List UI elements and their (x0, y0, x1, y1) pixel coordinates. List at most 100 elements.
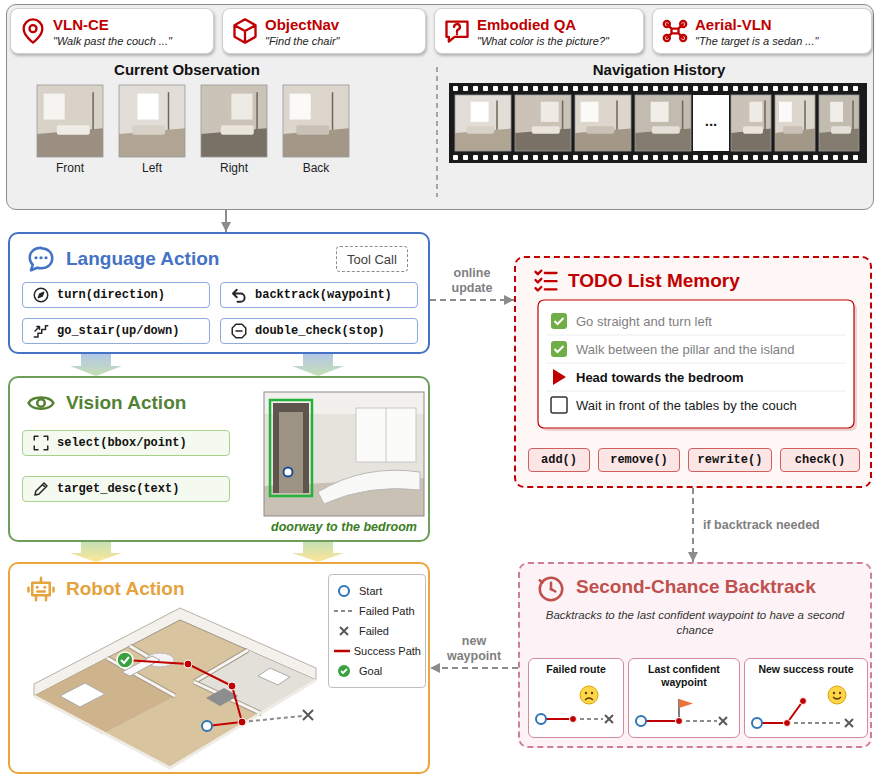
block-arrow (292, 542, 344, 562)
decoration (44, 94, 65, 120)
memory-op-button: add() (528, 448, 590, 472)
decoration (37, 85, 103, 157)
decoration (318, 470, 420, 504)
decoration (764, 101, 766, 130)
decoration (242, 716, 302, 722)
decoration (693, 155, 698, 160)
decoration (623, 86, 628, 91)
decoration (743, 86, 748, 91)
decoration (284, 468, 293, 477)
decoration (853, 155, 858, 160)
decoration (29, 578, 54, 601)
function-name: add() (541, 453, 577, 467)
memory-op-button: check() (780, 448, 860, 472)
decoration (513, 155, 518, 160)
panel-subtitle: Backtracks to the last confident waypoin… (530, 608, 860, 638)
photo (455, 95, 511, 151)
decoration (453, 86, 458, 91)
decoration (493, 155, 498, 160)
decoration (553, 369, 566, 385)
memory-panel: TODO List MemoryGo straight and turn lef… (514, 256, 872, 488)
decoration (538, 300, 854, 428)
connector-arrow (430, 299, 514, 301)
decoration (523, 155, 528, 160)
decoration (664, 21, 670, 27)
decoration (843, 155, 848, 160)
decoration (613, 155, 618, 160)
task-instruction: "The target is a sedan ..." (695, 35, 865, 47)
decoration (800, 698, 807, 705)
decoration (184, 660, 192, 668)
decoration (447, 22, 468, 42)
route-sketch (536, 686, 613, 724)
decoration (853, 86, 858, 91)
decoration (553, 86, 558, 91)
decoration (34, 288, 48, 302)
task-name: Embodied QA (477, 16, 637, 33)
decoration (258, 668, 290, 685)
decoration (543, 86, 548, 91)
photo (119, 85, 185, 157)
edge-label: online update (438, 266, 506, 295)
panel-title: Language Action (66, 248, 219, 270)
decoration (784, 720, 791, 727)
decoration (471, 102, 489, 122)
connector-arrow (692, 488, 694, 562)
legend-entry: Goal (333, 661, 421, 681)
icon (29, 578, 54, 601)
decoration (57, 125, 90, 134)
decoration (773, 86, 778, 91)
decoration (749, 102, 762, 122)
legend-text: Success Path (354, 645, 421, 657)
decoration (546, 391, 846, 392)
decoration (719, 717, 727, 725)
task-instruction: "What color is the picture?" (477, 35, 637, 47)
decoration (456, 33, 458, 35)
decoration (757, 701, 803, 723)
legend-sample (333, 584, 355, 598)
decoration (356, 408, 416, 462)
decoration (823, 155, 828, 160)
decoration (44, 256, 47, 259)
decoration (575, 95, 631, 151)
photo (283, 85, 349, 157)
decoration (283, 85, 349, 157)
decoration (233, 290, 245, 302)
task-box: Aerial-VLN"The target is a sedan ..." (652, 8, 872, 54)
decoration (194, 682, 262, 714)
decoration (37, 85, 103, 157)
decoration (119, 85, 185, 157)
todo-text: Head towards the bedroom (576, 370, 744, 385)
legend-entry: Start (333, 581, 421, 601)
decoration (270, 400, 312, 496)
task-instruction: "Walk past the couch ..." (53, 35, 207, 47)
section-heading: Current Observation (114, 61, 260, 78)
decoration (680, 35, 686, 41)
route-sketch (752, 686, 853, 728)
function-name: rewrite() (698, 453, 763, 467)
decoration (563, 155, 568, 160)
route-card: New success route (744, 658, 868, 738)
decoration (793, 155, 798, 160)
decoration (585, 692, 587, 694)
decoration (839, 692, 841, 694)
action-button: turn(direction) (22, 282, 210, 308)
decoration (92, 92, 94, 129)
decoration (693, 86, 698, 91)
decoration (636, 716, 646, 726)
node-art (23, 283, 53, 309)
backtrack-panel: Second-Chance BacktrackBacktracks to the… (518, 562, 872, 748)
decoration (723, 86, 728, 91)
decoration (515, 95, 571, 151)
decoration (743, 126, 763, 133)
decoration (803, 155, 808, 160)
decoration (290, 94, 311, 120)
decoration (713, 155, 718, 160)
connector-arrow (430, 667, 518, 669)
decoration (753, 86, 758, 91)
decoration (555, 346, 564, 352)
decoration (679, 699, 693, 708)
decoration (34, 680, 316, 768)
decoration (339, 586, 349, 596)
